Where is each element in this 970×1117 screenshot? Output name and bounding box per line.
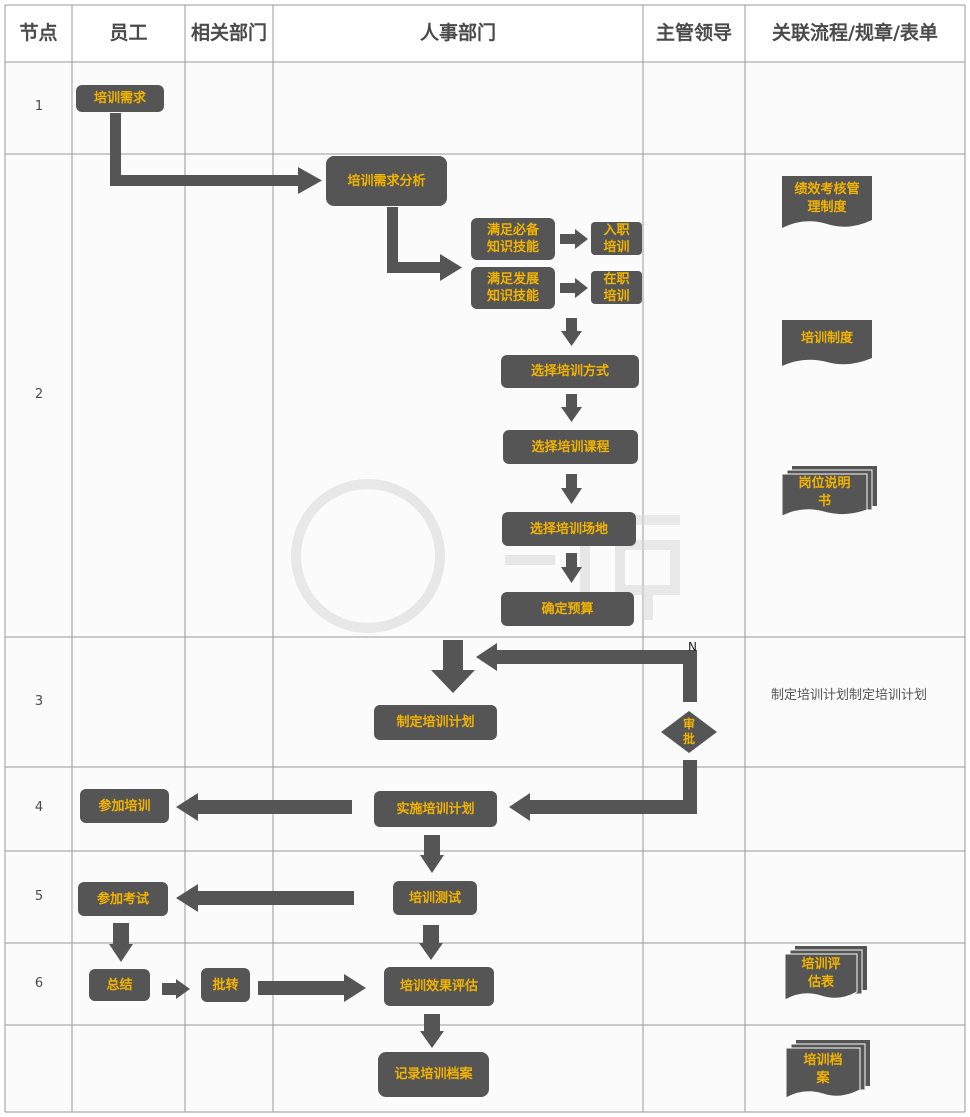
step-training-test: 培训测试 (393, 881, 477, 915)
multi-document-icon (786, 1040, 870, 1099)
step-forward: 批转 (201, 968, 250, 1002)
header-node: 节点 (19, 21, 58, 44)
doc-training-archive: 培训档 案 (786, 1040, 870, 1100)
node-number: 6 (34, 976, 44, 991)
arrow-head (298, 167, 322, 194)
node-number: 5 (34, 889, 44, 904)
step-basic-skills: 满足必备 知识技能 (471, 218, 555, 260)
multi-document-icon (782, 466, 877, 517)
header-hr-dept: 人事部门 (419, 21, 496, 44)
step-effect-eval: 培训效果评估 (384, 967, 494, 1006)
arrow-segment (387, 207, 398, 273)
arrow-segment (423, 925, 439, 945)
arrow-segment (683, 760, 697, 812)
step-summary: 总结 (89, 969, 150, 1001)
arrow-head (575, 278, 588, 298)
step-execute-plan: 实施培训计划 (374, 791, 497, 827)
arrow-segment (560, 283, 576, 293)
arrow-segment (196, 891, 354, 905)
step-development-skills: 满足发展 知识技能 (471, 267, 555, 309)
arrow-head (440, 254, 462, 281)
arrow-head (344, 974, 366, 1002)
arrow-segment (443, 640, 463, 672)
step-confirm-budget: 确定预算 (501, 592, 634, 626)
arrow-head (509, 793, 530, 821)
doc-training-system: 培训制度 (782, 320, 872, 368)
arrow-segment (110, 175, 300, 186)
document-icon (782, 320, 872, 366)
arrow-head (561, 488, 582, 504)
step-record-archive: 记录培训档案 (378, 1052, 489, 1097)
arrow-segment (566, 474, 577, 490)
arrow-segment (113, 923, 129, 946)
approve-diamond (661, 711, 717, 753)
arrow-head (419, 943, 443, 960)
step-make-plan: 制定培训计划 (374, 705, 497, 740)
arrow-segment (258, 981, 346, 995)
arrow-head (476, 643, 497, 671)
step-attend-training: 参加培训 (80, 789, 169, 823)
arrow-head (176, 884, 198, 912)
step-choose-course: 选择培训课程 (503, 430, 638, 464)
arrow-segment (566, 318, 577, 333)
arrow-head (561, 567, 582, 583)
doc-plan-text: 制定培训计划制定培训计划 (771, 688, 928, 703)
step-onboarding-training: 入职 培训 (591, 222, 642, 255)
arrow-segment (528, 800, 697, 814)
step-approve: 审 批 (682, 717, 695, 746)
arrow-head (561, 331, 582, 346)
header-related-docs: 关联流程/规章/表单 (772, 21, 938, 44)
node-number: 3 (34, 694, 44, 709)
arrow-segment (560, 234, 576, 244)
document-icon (782, 176, 872, 228)
arrow-segment (387, 262, 440, 273)
step-attend-exam: 参加考试 (78, 882, 168, 916)
arrow-segment (110, 113, 121, 186)
node-number: 2 (34, 387, 44, 402)
arrow-head (176, 979, 190, 999)
header-employee: 员工 (109, 21, 148, 44)
header-related-dept: 相关部门 (190, 21, 267, 44)
step-choose-method: 选择培训方式 (501, 355, 639, 388)
arrow-segment (566, 394, 577, 409)
arrow-segment (566, 553, 577, 569)
arrow-head (420, 855, 444, 873)
step-onjob-training: 在职 培训 (591, 271, 642, 304)
arrow-segment (196, 800, 352, 814)
arrow-segment (495, 650, 697, 664)
header-supervisor: 主管领导 (655, 21, 732, 44)
node-number: 4 (34, 800, 44, 815)
doc-performance-system: 绩效考核管 理制度 (782, 176, 872, 231)
node-number: 1 (34, 99, 44, 114)
no-branch-label: N (688, 640, 697, 654)
doc-eval-form: 培训评 估表 (785, 946, 867, 1002)
arrow-head (575, 229, 588, 249)
arrow-head (431, 670, 475, 693)
step-choose-venue: 选择培训场地 (502, 512, 636, 546)
doc-job-description: 岗位说明 书 (782, 466, 877, 518)
step-training-need: 培训需求 (76, 85, 164, 112)
arrow-segment (424, 1014, 440, 1033)
step-need-analysis: 培训需求分析 (326, 156, 447, 206)
arrow-head (420, 1031, 444, 1048)
multi-document-icon (785, 946, 867, 1001)
arrow-segment (162, 983, 178, 995)
arrow-head (176, 793, 198, 821)
arrow-head (109, 944, 133, 962)
arrow-head (561, 407, 582, 422)
arrow-segment (424, 835, 440, 857)
